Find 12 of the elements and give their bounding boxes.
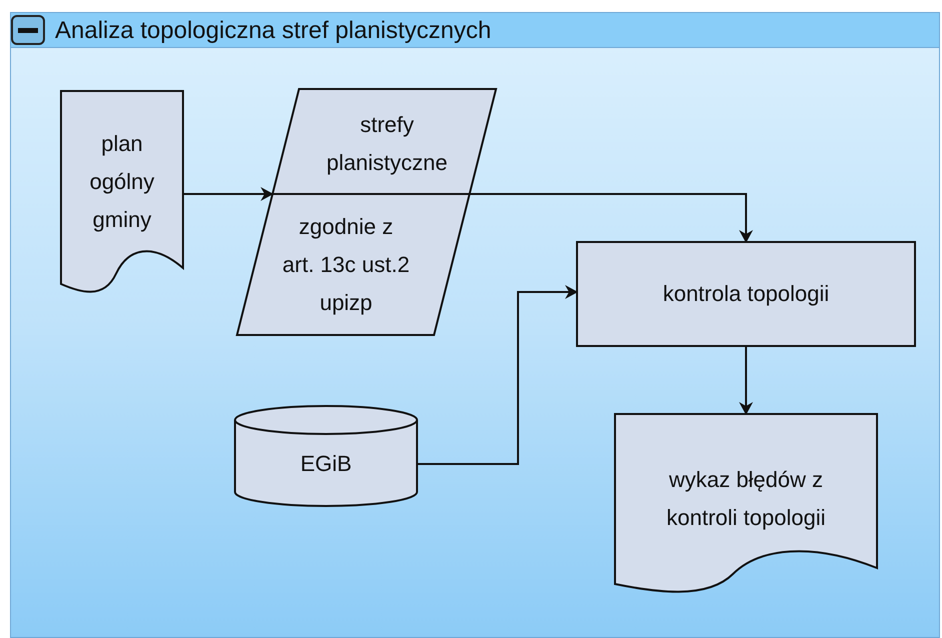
arrow bbox=[739, 346, 753, 415]
node-label: kontrola topologii bbox=[662, 280, 830, 308]
container-title: Analiza topologiczna stref planistycznych bbox=[55, 17, 492, 45]
node-label: zgodnie z art. 13c ust.2 upizp bbox=[281, 213, 411, 317]
arrow bbox=[183, 187, 274, 201]
swimlane-container bbox=[10, 12, 940, 638]
node-label: EGiB bbox=[299, 450, 353, 478]
node-label: strefy planistyczne bbox=[325, 111, 449, 177]
arrow bbox=[470, 193, 753, 243]
node-label: wykaz błędów z kontroli topologii bbox=[666, 466, 826, 532]
node-label: plan ogólny gminy bbox=[88, 130, 156, 234]
arrow bbox=[417, 285, 578, 465]
